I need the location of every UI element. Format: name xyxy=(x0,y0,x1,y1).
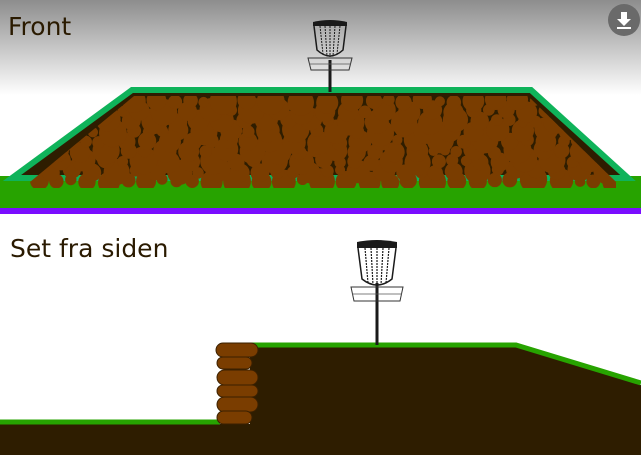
log-end xyxy=(595,116,608,129)
log-end xyxy=(316,96,339,114)
log-end xyxy=(61,114,74,127)
log-end xyxy=(619,139,641,161)
log-end xyxy=(392,134,403,146)
log-end xyxy=(602,98,616,127)
log-end xyxy=(256,96,285,115)
log-end xyxy=(340,96,364,112)
log-side xyxy=(216,410,253,425)
log-end xyxy=(427,165,443,181)
download-icon xyxy=(617,12,631,29)
log-end xyxy=(382,96,395,106)
log-side xyxy=(216,384,259,398)
section-divider xyxy=(0,208,641,214)
log-end xyxy=(462,96,485,112)
log-end xyxy=(608,113,616,131)
log-end xyxy=(30,121,48,139)
front-sky xyxy=(0,0,641,95)
log-end xyxy=(485,117,510,142)
log-side xyxy=(215,342,259,358)
log-end xyxy=(365,96,383,110)
side-soil xyxy=(0,346,641,455)
log-end xyxy=(121,96,146,113)
log-end xyxy=(607,96,616,106)
log-end xyxy=(395,96,412,111)
log-end xyxy=(591,125,607,140)
log-end xyxy=(511,119,535,142)
log-end xyxy=(450,145,462,158)
log-side xyxy=(216,356,253,370)
log-end xyxy=(42,103,60,120)
log-end xyxy=(48,116,62,130)
log-end xyxy=(431,154,446,169)
log-end xyxy=(412,96,432,110)
log-side xyxy=(216,369,259,386)
log-end xyxy=(40,96,59,112)
side-grass-top xyxy=(250,342,641,386)
log-end xyxy=(183,96,198,108)
log-end xyxy=(146,96,167,111)
download-button[interactable] xyxy=(608,4,640,36)
log-end xyxy=(117,156,129,167)
log-end xyxy=(606,125,616,139)
log-end xyxy=(167,96,183,110)
log-end xyxy=(47,126,60,140)
log-end xyxy=(484,96,507,111)
log-side xyxy=(216,396,259,413)
log-end xyxy=(506,96,529,111)
log-end xyxy=(237,96,256,110)
log-end xyxy=(287,96,315,116)
log-end xyxy=(573,99,601,127)
log-end xyxy=(30,96,41,105)
disc-golf-basket-front xyxy=(307,20,353,92)
log-end xyxy=(199,145,212,158)
front-title: Front xyxy=(8,12,72,41)
disc-golf-basket-side xyxy=(350,240,404,345)
log-end xyxy=(444,162,463,181)
log-end xyxy=(446,96,462,110)
log-end xyxy=(358,105,372,119)
log-end xyxy=(242,125,255,138)
log-end xyxy=(434,96,445,107)
side-view-title: Set fra siden xyxy=(10,234,169,263)
log-end xyxy=(238,131,258,151)
log-end xyxy=(307,130,331,155)
log-end xyxy=(487,172,502,188)
side-logs xyxy=(215,342,259,425)
log-end xyxy=(198,96,209,108)
log-end xyxy=(30,114,47,131)
log-end xyxy=(612,132,616,148)
log-end xyxy=(30,135,45,150)
log-end xyxy=(61,99,88,125)
log-end xyxy=(384,142,405,163)
log-end xyxy=(209,96,237,115)
log-end xyxy=(86,96,102,109)
log-end xyxy=(30,107,41,118)
log-end xyxy=(490,114,503,126)
